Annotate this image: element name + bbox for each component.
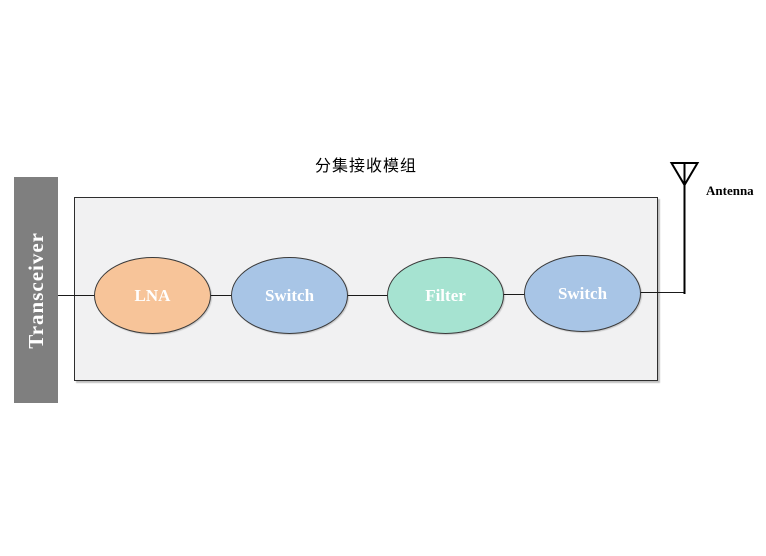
node-switch-1: Switch [231,257,348,334]
node-switch-2: Switch [524,255,641,332]
node-switch-2-label: Switch [557,283,608,303]
connector-transceiver-lna [58,295,95,296]
transceiver-label: Transceiver [23,231,48,349]
connector-switch-filter [346,295,388,296]
node-filter-label: Filter [425,285,466,305]
node-lna-label: LNA [134,285,171,305]
module-title: 分集接收模组 [314,156,417,175]
connector-lna-switch [209,295,233,296]
antenna-icon [669,162,700,294]
node-lna: LNA [94,257,211,334]
transceiver-block: Transceiver [14,177,58,403]
connector-filter-switch [502,294,525,295]
node-filter: Filter [387,257,504,334]
antenna-label: Antenna [706,183,754,198]
node-switch-1-label: Switch [264,285,315,305]
connector-switch-antenna [640,292,685,293]
